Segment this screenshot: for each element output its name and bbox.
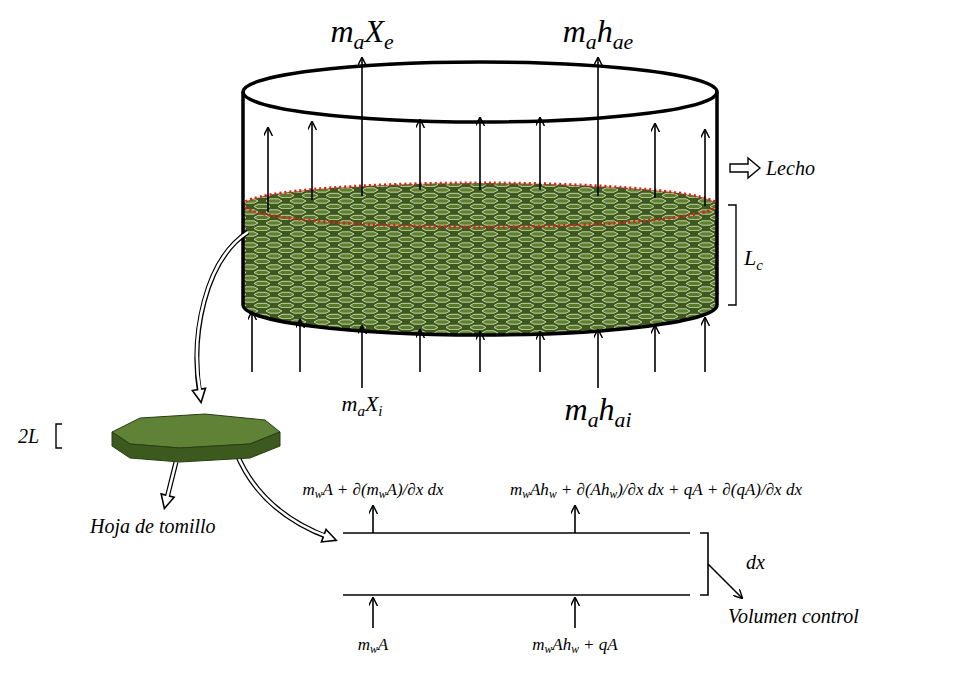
control-volume: [343, 533, 742, 598]
thyme-leaf: [112, 414, 280, 462]
label-text: mwA: [358, 636, 388, 655]
label-text: 2L: [18, 425, 39, 447]
label-text: mahae: [563, 14, 634, 49]
flux-arrows: [373, 506, 575, 628]
zoom-arrows: [166, 232, 330, 538]
label-text: Lecho: [766, 157, 815, 179]
label-text: Hoja de tomillo: [90, 515, 216, 537]
label-text: Lc: [744, 246, 763, 270]
air-flow-arrows: [252, 58, 705, 388]
label-text: mwAhw + ∂(Ahw)/∂x dx + qA + ∂(qA)/∂x dx: [510, 481, 802, 500]
thickness-bracket: [56, 424, 62, 448]
cylinder: [243, 62, 717, 335]
label-text: maXe: [330, 14, 393, 49]
pointer-arrow: [730, 158, 760, 178]
label-text: Volumen control: [728, 605, 859, 627]
height-bracket: [728, 205, 736, 305]
label-text: maXi: [342, 392, 383, 416]
label-text: mwAhw + qA: [532, 636, 617, 655]
leaf-bed: [243, 183, 717, 335]
label-text: mwA + ∂(mwA)/∂x dx: [302, 481, 443, 500]
label-text: mahai: [565, 392, 632, 427]
label-text: dx: [746, 551, 765, 573]
